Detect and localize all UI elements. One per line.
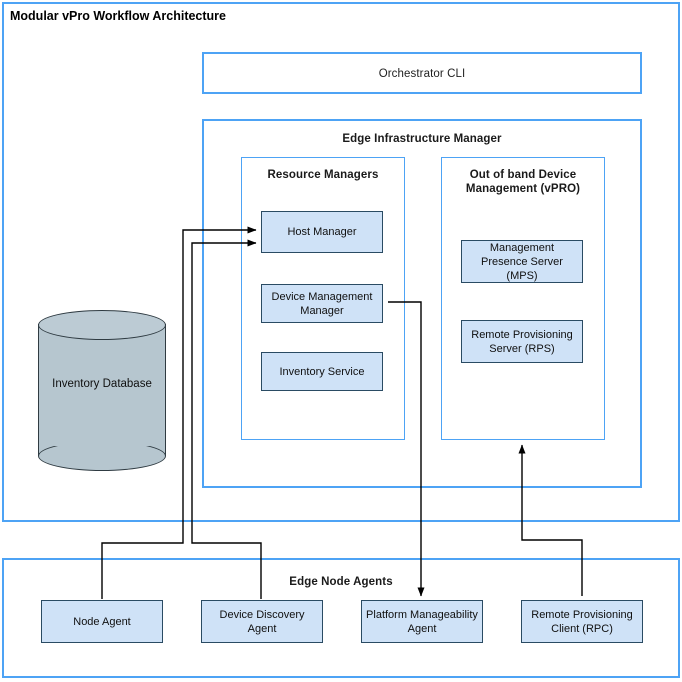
node-device-management-manager[interactable]: Device Management Manager [261, 284, 383, 323]
node-node-agent-label: Node Agent [73, 615, 131, 628]
node-platform-manageability-agent-label: Platform Manageability Agent [366, 608, 478, 635]
node-device-discovery-agent[interactable]: Device Discovery Agent [201, 600, 323, 643]
node-host-manager[interactable]: Host Manager [261, 211, 383, 253]
out-of-band-device-management-title: Out of band Device Management (vPRO) [465, 169, 581, 195]
orchestrator-cli-label: Orchestrator CLI [378, 68, 466, 80]
node-remote-provisioning-server[interactable]: Remote Provisioning Server (RPS) [461, 320, 583, 363]
node-remote-provisioning-client-label: Remote Provisioning Client (RPC) [531, 608, 633, 635]
node-management-presence-server-label: Management Presence Server (MPS) [481, 241, 563, 282]
resource-managers-title: Resource Managers [267, 169, 379, 181]
node-inventory-service-label: Inventory Service [279, 365, 365, 378]
node-device-discovery-agent-label: Device Discovery Agent [219, 608, 305, 635]
node-device-management-manager-label: Device Management Manager [271, 290, 373, 317]
edge-node-agents-title: Edge Node Agents [289, 576, 393, 588]
page-title: Modular vPro Workflow Architecture [10, 9, 227, 23]
node-host-manager-label: Host Manager [287, 226, 357, 238]
node-remote-provisioning-server-label: Remote Provisioning Server (RPS) [471, 328, 573, 355]
node-remote-provisioning-client[interactable]: Remote Provisioning Client (RPC) [521, 600, 643, 643]
node-management-presence-server[interactable]: Management Presence Server (MPS) [461, 240, 583, 283]
edge-infrastructure-manager-title: Edge Infrastructure Manager [342, 133, 502, 145]
inventory-database-label: Inventory Database [52, 378, 152, 390]
node-platform-manageability-agent[interactable]: Platform Manageability Agent [361, 600, 483, 643]
cylinder-bottom-mask [39, 430, 165, 446]
node-inventory-service[interactable]: Inventory Service [261, 352, 383, 391]
node-node-agent[interactable]: Node Agent [41, 600, 163, 643]
out-of-band-device-management-container: Out of band Device Management (vPRO) [441, 157, 605, 440]
inventory-database-cylinder[interactable]: Inventory Database [38, 310, 166, 471]
cylinder-top-icon [38, 310, 166, 340]
orchestrator-cli-box[interactable]: Orchestrator CLI [202, 52, 642, 94]
